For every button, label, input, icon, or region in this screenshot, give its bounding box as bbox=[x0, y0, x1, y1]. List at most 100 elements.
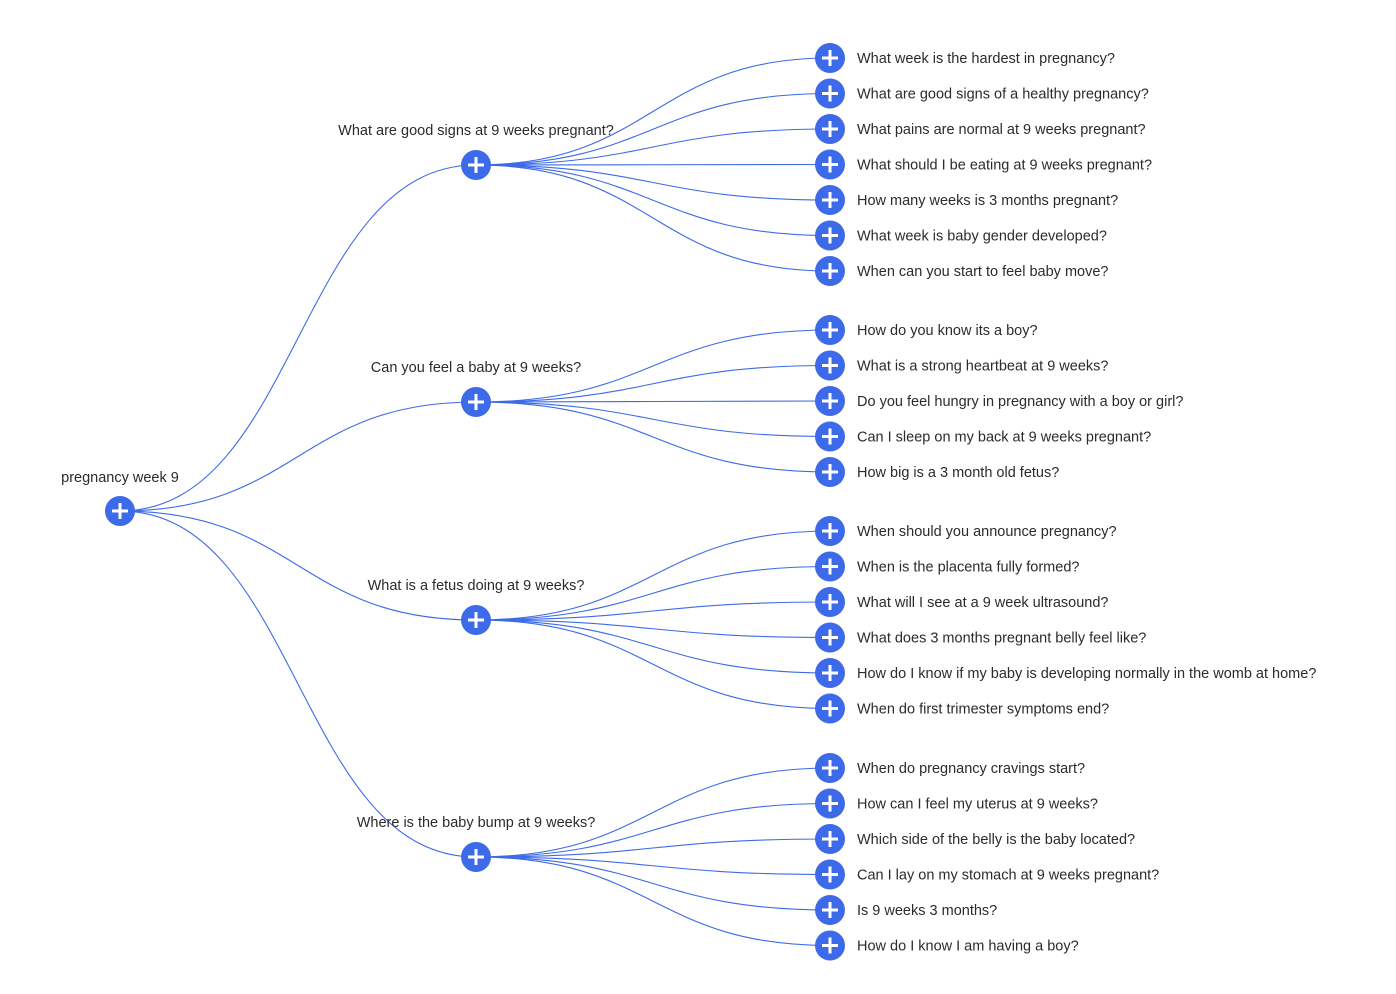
leaf-node[interactable] bbox=[815, 930, 845, 961]
link-branch-to-leaf bbox=[475, 163, 831, 166]
branch-node[interactable] bbox=[461, 387, 491, 417]
plus-icon bbox=[822, 121, 838, 137]
leaf-label: What will I see at a 9 week ultrasound? bbox=[857, 595, 1108, 611]
link-branch-to-leaf bbox=[475, 57, 831, 166]
leaf-node[interactable] bbox=[815, 457, 845, 487]
leaf-node[interactable] bbox=[815, 693, 845, 724]
leaf-label: How can I feel my uterus at 9 weeks? bbox=[857, 797, 1098, 813]
link-branch-to-leaf bbox=[475, 164, 831, 201]
link-branch-to-leaf bbox=[475, 164, 831, 272]
plus-icon bbox=[822, 831, 838, 847]
link-branch-to-leaf bbox=[475, 128, 831, 166]
root-label: pregnancy week 9 bbox=[61, 470, 179, 486]
plus-icon bbox=[822, 760, 838, 776]
plus-icon bbox=[822, 192, 838, 208]
leaf-label: How do I know if my baby is developing n… bbox=[857, 666, 1316, 682]
branch-label: Where is the baby bump at 9 weeks? bbox=[357, 815, 596, 831]
link-branch-to-leaf bbox=[475, 838, 831, 858]
leaf-node[interactable] bbox=[815, 220, 845, 251]
link-branch-to-leaf bbox=[475, 401, 831, 438]
leaf-label: Do you feel hungry in pregnancy with a b… bbox=[857, 394, 1183, 410]
link-branch-to-leaf bbox=[475, 92, 831, 166]
plus-icon bbox=[822, 594, 838, 610]
leaf-node[interactable] bbox=[815, 114, 845, 144]
leaf-label: When should you announce pregnancy? bbox=[857, 524, 1117, 540]
link-branch-to-leaf bbox=[475, 767, 831, 858]
link-branch-to-leaf bbox=[475, 364, 831, 403]
link-branch-to-leaf bbox=[475, 401, 831, 473]
leaf-node[interactable] bbox=[815, 78, 845, 109]
link-root-to-branch bbox=[119, 510, 477, 858]
leaf-label: What does 3 months pregnant belly feel l… bbox=[857, 631, 1146, 647]
connector-lines bbox=[119, 57, 831, 947]
leaf-node[interactable] bbox=[815, 753, 845, 783]
leaf-node[interactable] bbox=[815, 350, 845, 381]
link-branch-to-leaf bbox=[475, 329, 831, 403]
link-branch-to-leaf bbox=[475, 619, 831, 674]
leaf-label: What week is the hardest in pregnancy? bbox=[857, 51, 1115, 67]
leaf-node[interactable] bbox=[815, 149, 845, 180]
plus-icon bbox=[822, 629, 838, 646]
leaf-label: Which side of the belly is the baby loca… bbox=[857, 832, 1135, 848]
plus-icon bbox=[822, 795, 838, 812]
plus-icon bbox=[822, 866, 838, 883]
link-branch-to-leaf bbox=[475, 856, 831, 876]
leaf-node[interactable] bbox=[815, 824, 845, 854]
leaf-node[interactable] bbox=[815, 658, 845, 688]
root-node[interactable] bbox=[105, 496, 135, 526]
leaf-label: What pains are normal at 9 weeks pregnan… bbox=[857, 122, 1146, 138]
plus-icon bbox=[822, 700, 838, 717]
plus-icon bbox=[822, 357, 838, 374]
leaf-label: What week is baby gender developed? bbox=[857, 229, 1107, 245]
link-root-to-branch bbox=[119, 401, 477, 512]
leaf-label: How many weeks is 3 months pregnant? bbox=[857, 193, 1118, 209]
plus-icon bbox=[468, 394, 484, 410]
plus-icon bbox=[822, 523, 838, 539]
leaf-label: When do pregnancy cravings start? bbox=[857, 761, 1085, 777]
leaf-node[interactable] bbox=[815, 421, 845, 452]
leaf-node[interactable] bbox=[815, 551, 845, 582]
leaf-node[interactable] bbox=[815, 43, 845, 73]
leaf-node[interactable] bbox=[815, 315, 845, 345]
leaf-node[interactable] bbox=[815, 185, 845, 215]
plus-icon bbox=[822, 464, 838, 480]
branch-node[interactable] bbox=[461, 605, 491, 635]
plus-icon bbox=[468, 612, 484, 628]
plus-icon bbox=[822, 393, 838, 409]
link-branch-to-leaf bbox=[475, 856, 831, 911]
branch-node[interactable] bbox=[461, 842, 491, 872]
plus-icon bbox=[822, 322, 838, 338]
leaf-node[interactable] bbox=[815, 859, 845, 890]
leaf-label: When do first trimester symptoms end? bbox=[857, 702, 1109, 718]
leaf-node[interactable] bbox=[815, 622, 845, 653]
plus-icon bbox=[468, 849, 484, 865]
leaf-label: How do I know I am having a boy? bbox=[857, 939, 1079, 955]
leaf-node[interactable] bbox=[815, 788, 845, 819]
link-branch-to-leaf bbox=[475, 802, 831, 858]
branch-label: Can you feel a baby at 9 weeks? bbox=[371, 360, 581, 376]
branch-node[interactable] bbox=[461, 150, 491, 180]
plus-icon bbox=[822, 558, 838, 575]
link-branch-to-leaf bbox=[475, 601, 831, 621]
plus-icon bbox=[822, 227, 838, 244]
leaf-label: What is a strong heartbeat at 9 weeks? bbox=[857, 359, 1108, 375]
link-branch-to-leaf bbox=[475, 565, 831, 621]
plus-icon bbox=[822, 665, 838, 681]
leaf-label: Can I sleep on my back at 9 weeks pregna… bbox=[857, 430, 1151, 446]
leaf-node[interactable] bbox=[815, 386, 845, 416]
leaf-label: Can I lay on my stomach at 9 weeks pregn… bbox=[857, 868, 1159, 884]
link-branch-to-leaf bbox=[475, 164, 831, 237]
link-branch-to-leaf bbox=[475, 530, 831, 621]
plus-icon bbox=[822, 902, 838, 918]
leaf-label: How do you know its a boy? bbox=[857, 323, 1038, 339]
link-root-to-branch bbox=[119, 164, 477, 512]
leaf-node[interactable] bbox=[815, 256, 845, 286]
leaf-node[interactable] bbox=[815, 587, 845, 617]
plus-icon bbox=[822, 156, 838, 173]
plus-icon bbox=[822, 428, 838, 445]
leaf-node[interactable] bbox=[815, 516, 845, 546]
link-branch-to-leaf bbox=[475, 619, 831, 639]
leaf-node[interactable] bbox=[815, 895, 845, 925]
